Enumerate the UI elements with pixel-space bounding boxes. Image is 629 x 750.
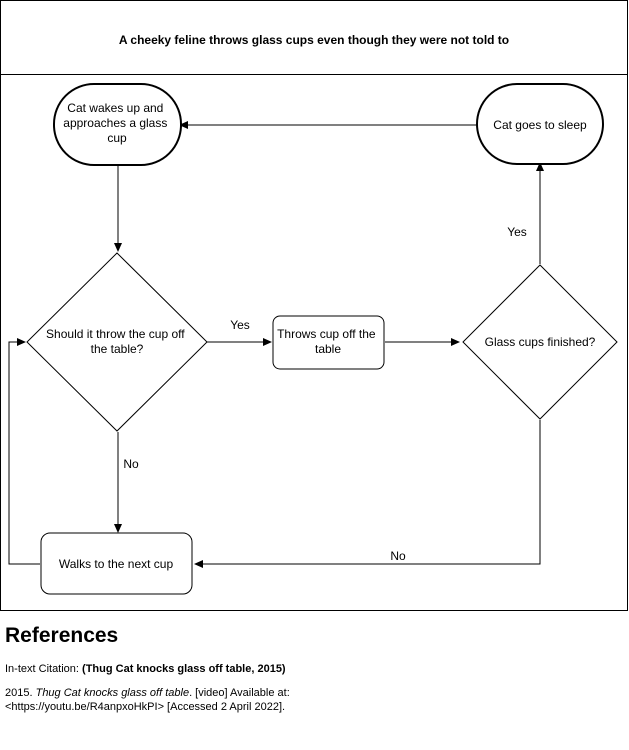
in-text-citation: In-text Citation: (Thug Cat knocks glass…: [5, 663, 620, 675]
edge-walk-to-decision: [8, 338, 40, 565]
references-section: References In-text Citation: (Thug Cat k…: [5, 622, 620, 714]
flowchart-diagram: A cheeky feline throws glass cups even t…: [0, 0, 628, 611]
edge-label-finished-yes: Yes: [507, 225, 527, 239]
reference-title: Thug Cat knocks glass off table: [35, 687, 190, 699]
node-wake-terminal: [53, 83, 182, 166]
citation-label: In-text Citation:: [5, 663, 83, 675]
edge-label-throw-yes: Yes: [230, 318, 250, 332]
node-wake-label: Cat wakes up and approaches a glass cup: [63, 101, 170, 145]
node-decision-finished-label: Glass cups finished?: [485, 335, 596, 349]
reference-year: 2015.: [5, 687, 36, 699]
node-walk-process: [40, 532, 193, 595]
node-walk-label: Walks to the next cup: [59, 557, 174, 571]
node-sleep-terminal: [476, 83, 604, 165]
edge-label-finished-no: No: [390, 549, 406, 563]
node-decision-throw: [26, 252, 208, 432]
edge-finished-to-walk: [194, 420, 541, 568]
reference-details: . [video] Available at:: [189, 687, 290, 699]
node-throws-label: Throws cup off the table: [277, 327, 379, 356]
node-decision-finished: [462, 264, 618, 420]
reference-link: <https://youtu.be/R4anpxoHkPI> [Accessed…: [5, 701, 286, 713]
diagram-title: A cheeky feline throws glass cups even t…: [119, 33, 509, 47]
node-decision-throw-label: Should it throw the cup off the table?: [46, 327, 188, 356]
node-sleep-label: Cat goes to sleep: [493, 118, 587, 132]
node-throws-process: [272, 315, 385, 370]
reference-entry: 2015. Thug Cat knocks glass off table. […: [5, 686, 620, 714]
references-heading: References: [5, 624, 119, 647]
edge-label-throw-no: No: [123, 457, 139, 471]
citation-value: (Thug Cat knocks glass off table, 2015): [82, 663, 286, 675]
